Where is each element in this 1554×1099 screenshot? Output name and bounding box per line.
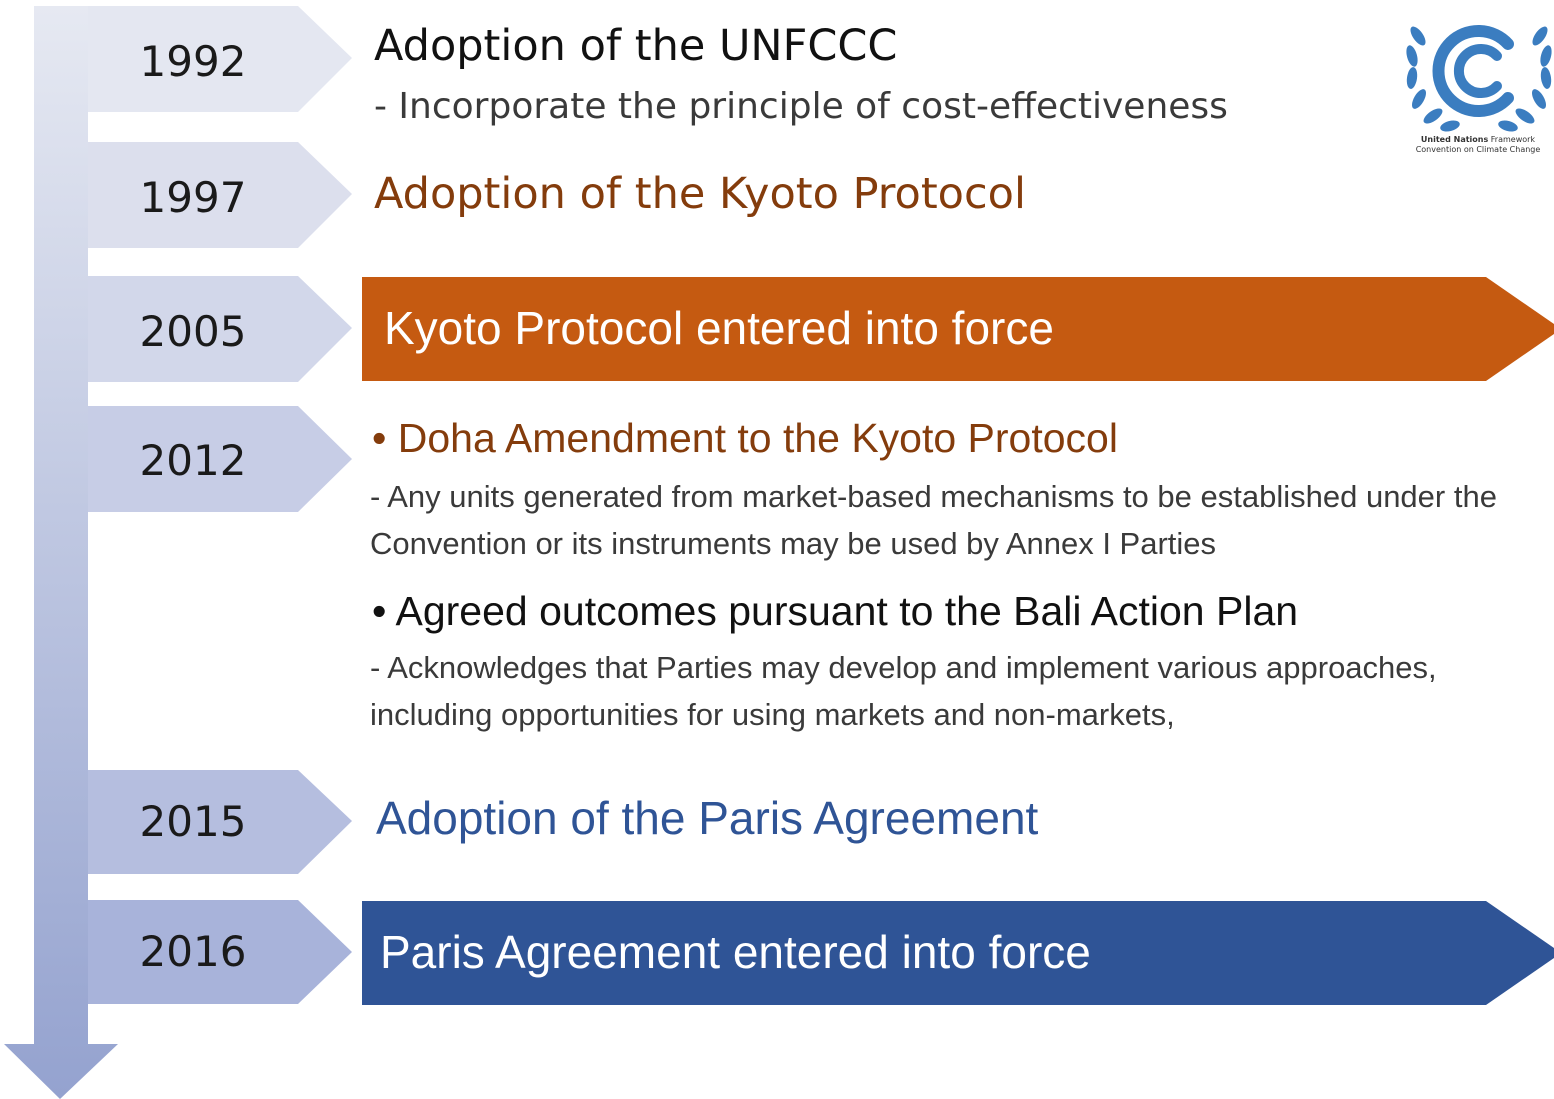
band-label-kyoto-force: Kyoto Protocol entered into force [384,302,1054,354]
timeline-arrow [4,6,118,1099]
chevron-2005 [88,276,352,382]
event-title-paris-adoption: Adoption of the Paris Agreement [376,792,1039,844]
chevron-2012 [88,406,352,512]
event-title-unfccc: Adoption of the UNFCCC [374,21,898,71]
bullet-glyph: • [372,588,387,634]
event-detail-bali: - Acknowledges that Parties may develop … [370,650,1437,732]
unfccc-emblem-icon [1406,25,1552,132]
event-detail-doha: - Any units generated from market-based … [370,479,1497,561]
event-title-kyoto-adoption: Adoption of the Kyoto Protocol [374,169,1026,219]
event-item-doha: • Doha Amendment to the Kyoto Protocol [372,415,1118,462]
logo-caption-line2: Convention on Climate Change [1415,145,1541,154]
event-detail-unfccc: - Incorporate the principle of cost-effe… [374,86,1228,127]
chevron-2016 [88,900,352,1004]
year-label-2005: 2005 [139,307,247,356]
chevron-1992 [88,6,352,112]
logo-caption-un: United Nations [1420,135,1489,144]
year-label-1997: 1997 [139,173,247,222]
year-label-2016: 2016 [139,927,247,976]
event-title-bali: Agreed outcomes pursuant to the Bali Act… [395,588,1299,634]
logo-caption-line1: United Nations Framework [1398,135,1554,145]
band-label-paris-force: Paris Agreement entered into force [380,926,1091,978]
band-paris-force [362,901,1554,1005]
band-kyoto-force [362,277,1554,381]
chevron-1997 [88,142,352,248]
event-title-doha: Doha Amendment to the Kyoto Protocol [397,415,1118,461]
year-label-2015: 2015 [139,797,247,846]
logo-caption-framework: Framework [1490,135,1536,144]
event-item-bali: • Agreed outcomes pursuant to the Bali A… [372,588,1298,635]
year-label-1992: 1992 [139,37,247,86]
chevron-2015 [88,770,352,874]
year-label-2012: 2012 [139,436,247,485]
bullet-glyph: • [372,415,387,461]
unfccc-logo-icon: United Nations Framework Convention on C… [1404,6,1554,158]
